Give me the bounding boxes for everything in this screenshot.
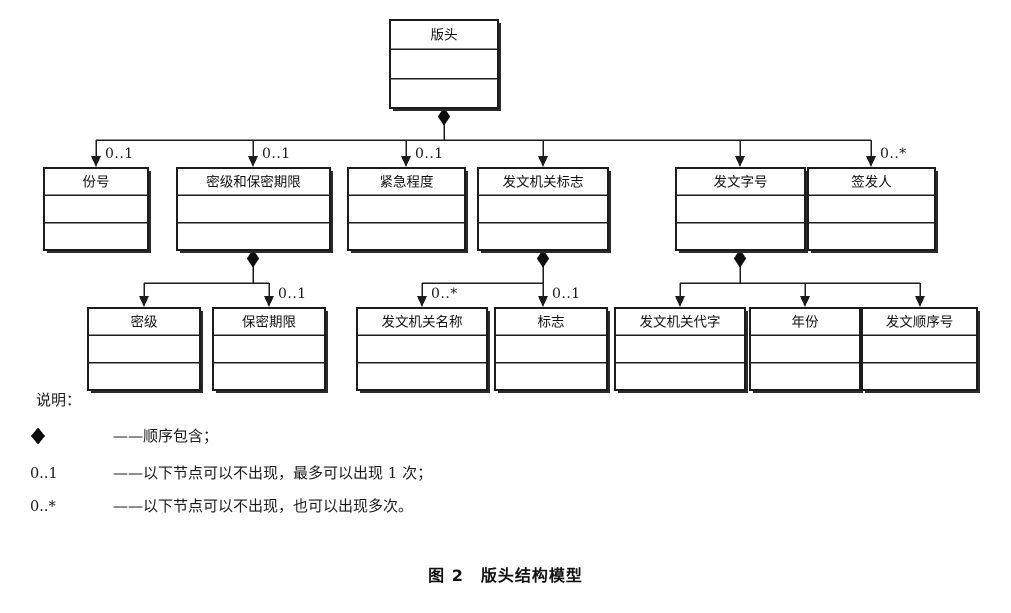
legend-description-1: ——以下节点可以不出现，最多可以出现 1 次； <box>113 464 432 482</box>
arrow-head-icon <box>538 296 548 307</box>
node-label-mark: 标志 <box>538 315 565 331</box>
legend-title: 说明： <box>36 391 81 409</box>
multiplicity-label-secrecy: 0..1 <box>262 146 291 162</box>
arrow-head-icon <box>915 296 925 307</box>
node-doc_number: 发文字号 <box>675 167 808 253</box>
node-label-secrecy_term: 保密期限 <box>242 314 296 331</box>
legend-description-2: ——以下节点可以不出现，也可以出现多次。 <box>113 497 413 515</box>
node-label-doc_number: 发文字号 <box>714 175 768 191</box>
edge-to-issuer_name: 0..* <box>417 283 458 307</box>
node-label-year: 年份 <box>792 315 820 331</box>
legend-description-0: ——顺序包含； <box>113 427 218 445</box>
node-label-copy_no: 份号 <box>83 175 110 191</box>
node-mark: 标志 <box>494 307 610 393</box>
edge-group-doc-number-children <box>675 249 925 307</box>
arrow-head-icon <box>264 296 274 307</box>
multiplicity-label-copy_no: 0..1 <box>105 146 134 162</box>
edge-to-secrecy: 0..1 <box>248 140 291 167</box>
legend-layer: 说明：——顺序包含；0..1——以下节点可以不出现，最多可以出现 1 次；0..… <box>30 391 432 515</box>
edges-layer: 0..1 0..1 0..1 0..* 0..1 0..* 0..1 <box>91 107 925 307</box>
arrow-head-icon <box>735 156 745 167</box>
edge-to-secrecy_term: 0..1 <box>264 283 307 307</box>
node-year: 年份 <box>749 307 863 393</box>
legend-item-1: 0..1 ——以下节点可以不出现，最多可以出现 1 次； <box>30 464 432 482</box>
node-copy_no: 份号 <box>43 167 151 253</box>
node-secrecy_term: 保密期限 <box>212 307 328 393</box>
node-seq_no: 发文顺序号 <box>861 307 980 393</box>
node-signatory: 签发人 <box>807 167 938 253</box>
node-label-banner: 版头 <box>431 28 458 44</box>
edge-to-issuer_mark <box>538 140 548 167</box>
node-label-seq_no: 发文顺序号 <box>886 315 954 331</box>
legend-item-0: ——顺序包含； <box>31 427 218 445</box>
arrow-head-icon <box>538 156 548 167</box>
multiplicity-label-signatory: 0..* <box>880 146 907 162</box>
node-label-secrecy_level: 密级 <box>131 314 158 331</box>
node-secrecy_level: 密级 <box>87 307 203 393</box>
figure-caption: 图 2 版头结构模型 <box>428 566 583 585</box>
edge-to-mark: 0..1 <box>538 283 581 307</box>
edge-to-secrecy_level <box>139 283 149 307</box>
edge-to-copy_no: 0..1 <box>91 140 134 167</box>
edge-group-banner-children: 0..1 0..1 0..1 0..* <box>91 107 907 167</box>
multiplicity-label-mark: 0..1 <box>552 286 581 302</box>
multiplicity-label-issuer_name: 0..* <box>431 286 458 302</box>
multiplicity-label-secrecy_term: 0..1 <box>278 286 307 302</box>
node-issuer_code: 发文机关代字 <box>614 307 748 393</box>
edge-group-secrecy-children: 0..1 <box>139 249 307 307</box>
node-label-urgency: 紧急程度 <box>380 175 434 191</box>
legend-item-2: 0..* ——以下节点可以不出现，也可以出现多次。 <box>30 497 413 515</box>
arrow-head-icon <box>800 296 810 307</box>
arrow-head-icon <box>401 156 411 167</box>
node-label-issuer_mark: 发文机关标志 <box>503 175 584 191</box>
legend-key-1: 0..1 <box>30 466 58 482</box>
node-label-signatory: 签发人 <box>851 174 892 191</box>
arrow-head-icon <box>417 296 427 307</box>
node-label-issuer_name: 发文机关名称 <box>382 315 463 331</box>
arrow-head-icon <box>139 296 149 307</box>
node-issuer_mark: 发文机关标志 <box>477 167 611 253</box>
node-banner: 版头 <box>389 19 501 111</box>
edge-to-doc_number <box>735 140 745 167</box>
edge-to-year <box>800 283 810 307</box>
edge-to-seq_no <box>915 283 925 307</box>
arrow-head-icon <box>866 156 876 167</box>
edge-to-signatory: 0..* <box>866 140 907 167</box>
multiplicity-label-urgency: 0..1 <box>415 146 444 162</box>
legend-diamond-icon <box>31 427 45 445</box>
legend-key-2: 0..* <box>30 499 56 515</box>
node-label-issuer_code: 发文机关代字 <box>640 315 721 331</box>
edge-group-issuer-mark-children: 0..* 0..1 <box>417 249 581 307</box>
node-urgency: 紧急程度 <box>347 167 468 253</box>
node-secrecy: 密级和保密期限 <box>176 167 333 253</box>
arrow-head-icon <box>675 296 685 307</box>
arrow-head-icon <box>248 156 258 167</box>
arrow-head-icon <box>91 156 101 167</box>
node-label-secrecy: 密级和保密期限 <box>206 174 301 191</box>
node-issuer_name: 发文机关名称 <box>356 307 490 393</box>
edge-to-issuer_code <box>675 283 685 307</box>
edge-to-urgency: 0..1 <box>401 140 444 167</box>
